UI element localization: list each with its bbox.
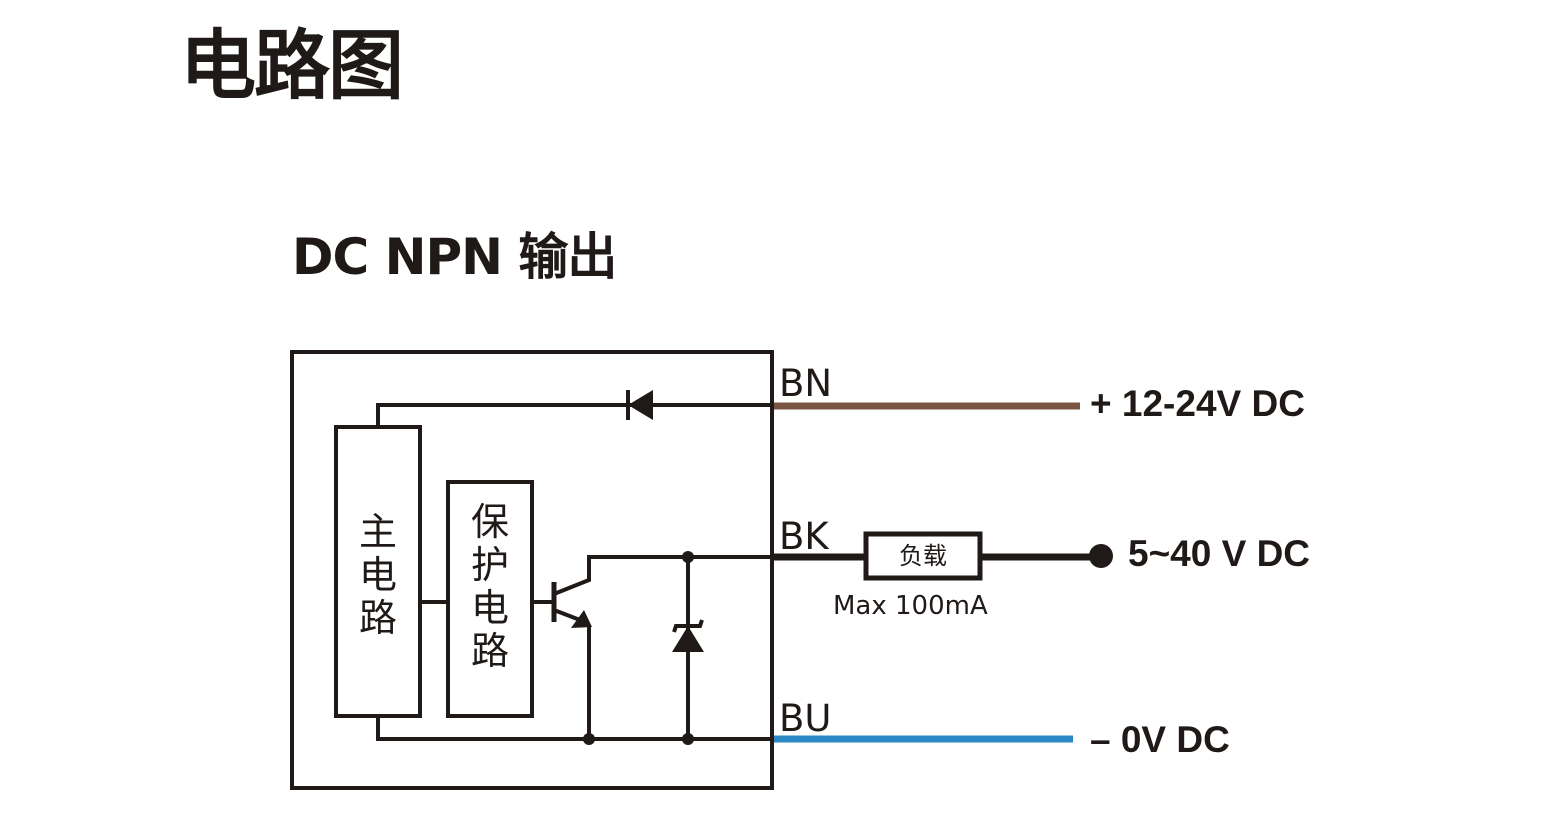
npn-transistor-icon	[532, 555, 772, 739]
junction-dot	[682, 551, 694, 563]
load-current-note: Max 100mA	[833, 591, 988, 621]
supply-label-positive: + 12-24V DC	[1090, 383, 1305, 424]
pin-label-bn: BN	[779, 362, 832, 405]
supply-label-negative: – 0V DC	[1090, 719, 1230, 760]
pin-label-bu: BU	[779, 697, 831, 740]
protection-label-3: 电	[471, 586, 509, 630]
protection-circuit-block	[446, 480, 534, 718]
main-circuit-label-1: 主	[359, 510, 397, 554]
load-block	[863, 531, 983, 581]
page-title: 电路图	[180, 21, 404, 110]
load-label: 负载	[899, 542, 947, 570]
pin-label-bk: BK	[779, 515, 830, 558]
terminal-dot	[1089, 544, 1113, 568]
protection-label-2: 护	[471, 543, 509, 587]
protection-label-4: 路	[471, 629, 509, 673]
junction-dot	[682, 733, 694, 745]
zener-diode-icon	[672, 557, 704, 739]
supply-label-output: 5~40 V DC	[1128, 533, 1310, 574]
main-circuit-label-3: 路	[359, 596, 397, 640]
main-circuit-label-2: 电	[359, 553, 397, 597]
junction-dot	[583, 733, 595, 745]
return-line	[376, 716, 772, 741]
protection-label-1: 保	[471, 500, 509, 544]
section-title: DC NPN 输出	[292, 228, 617, 286]
diode-icon	[626, 390, 653, 420]
